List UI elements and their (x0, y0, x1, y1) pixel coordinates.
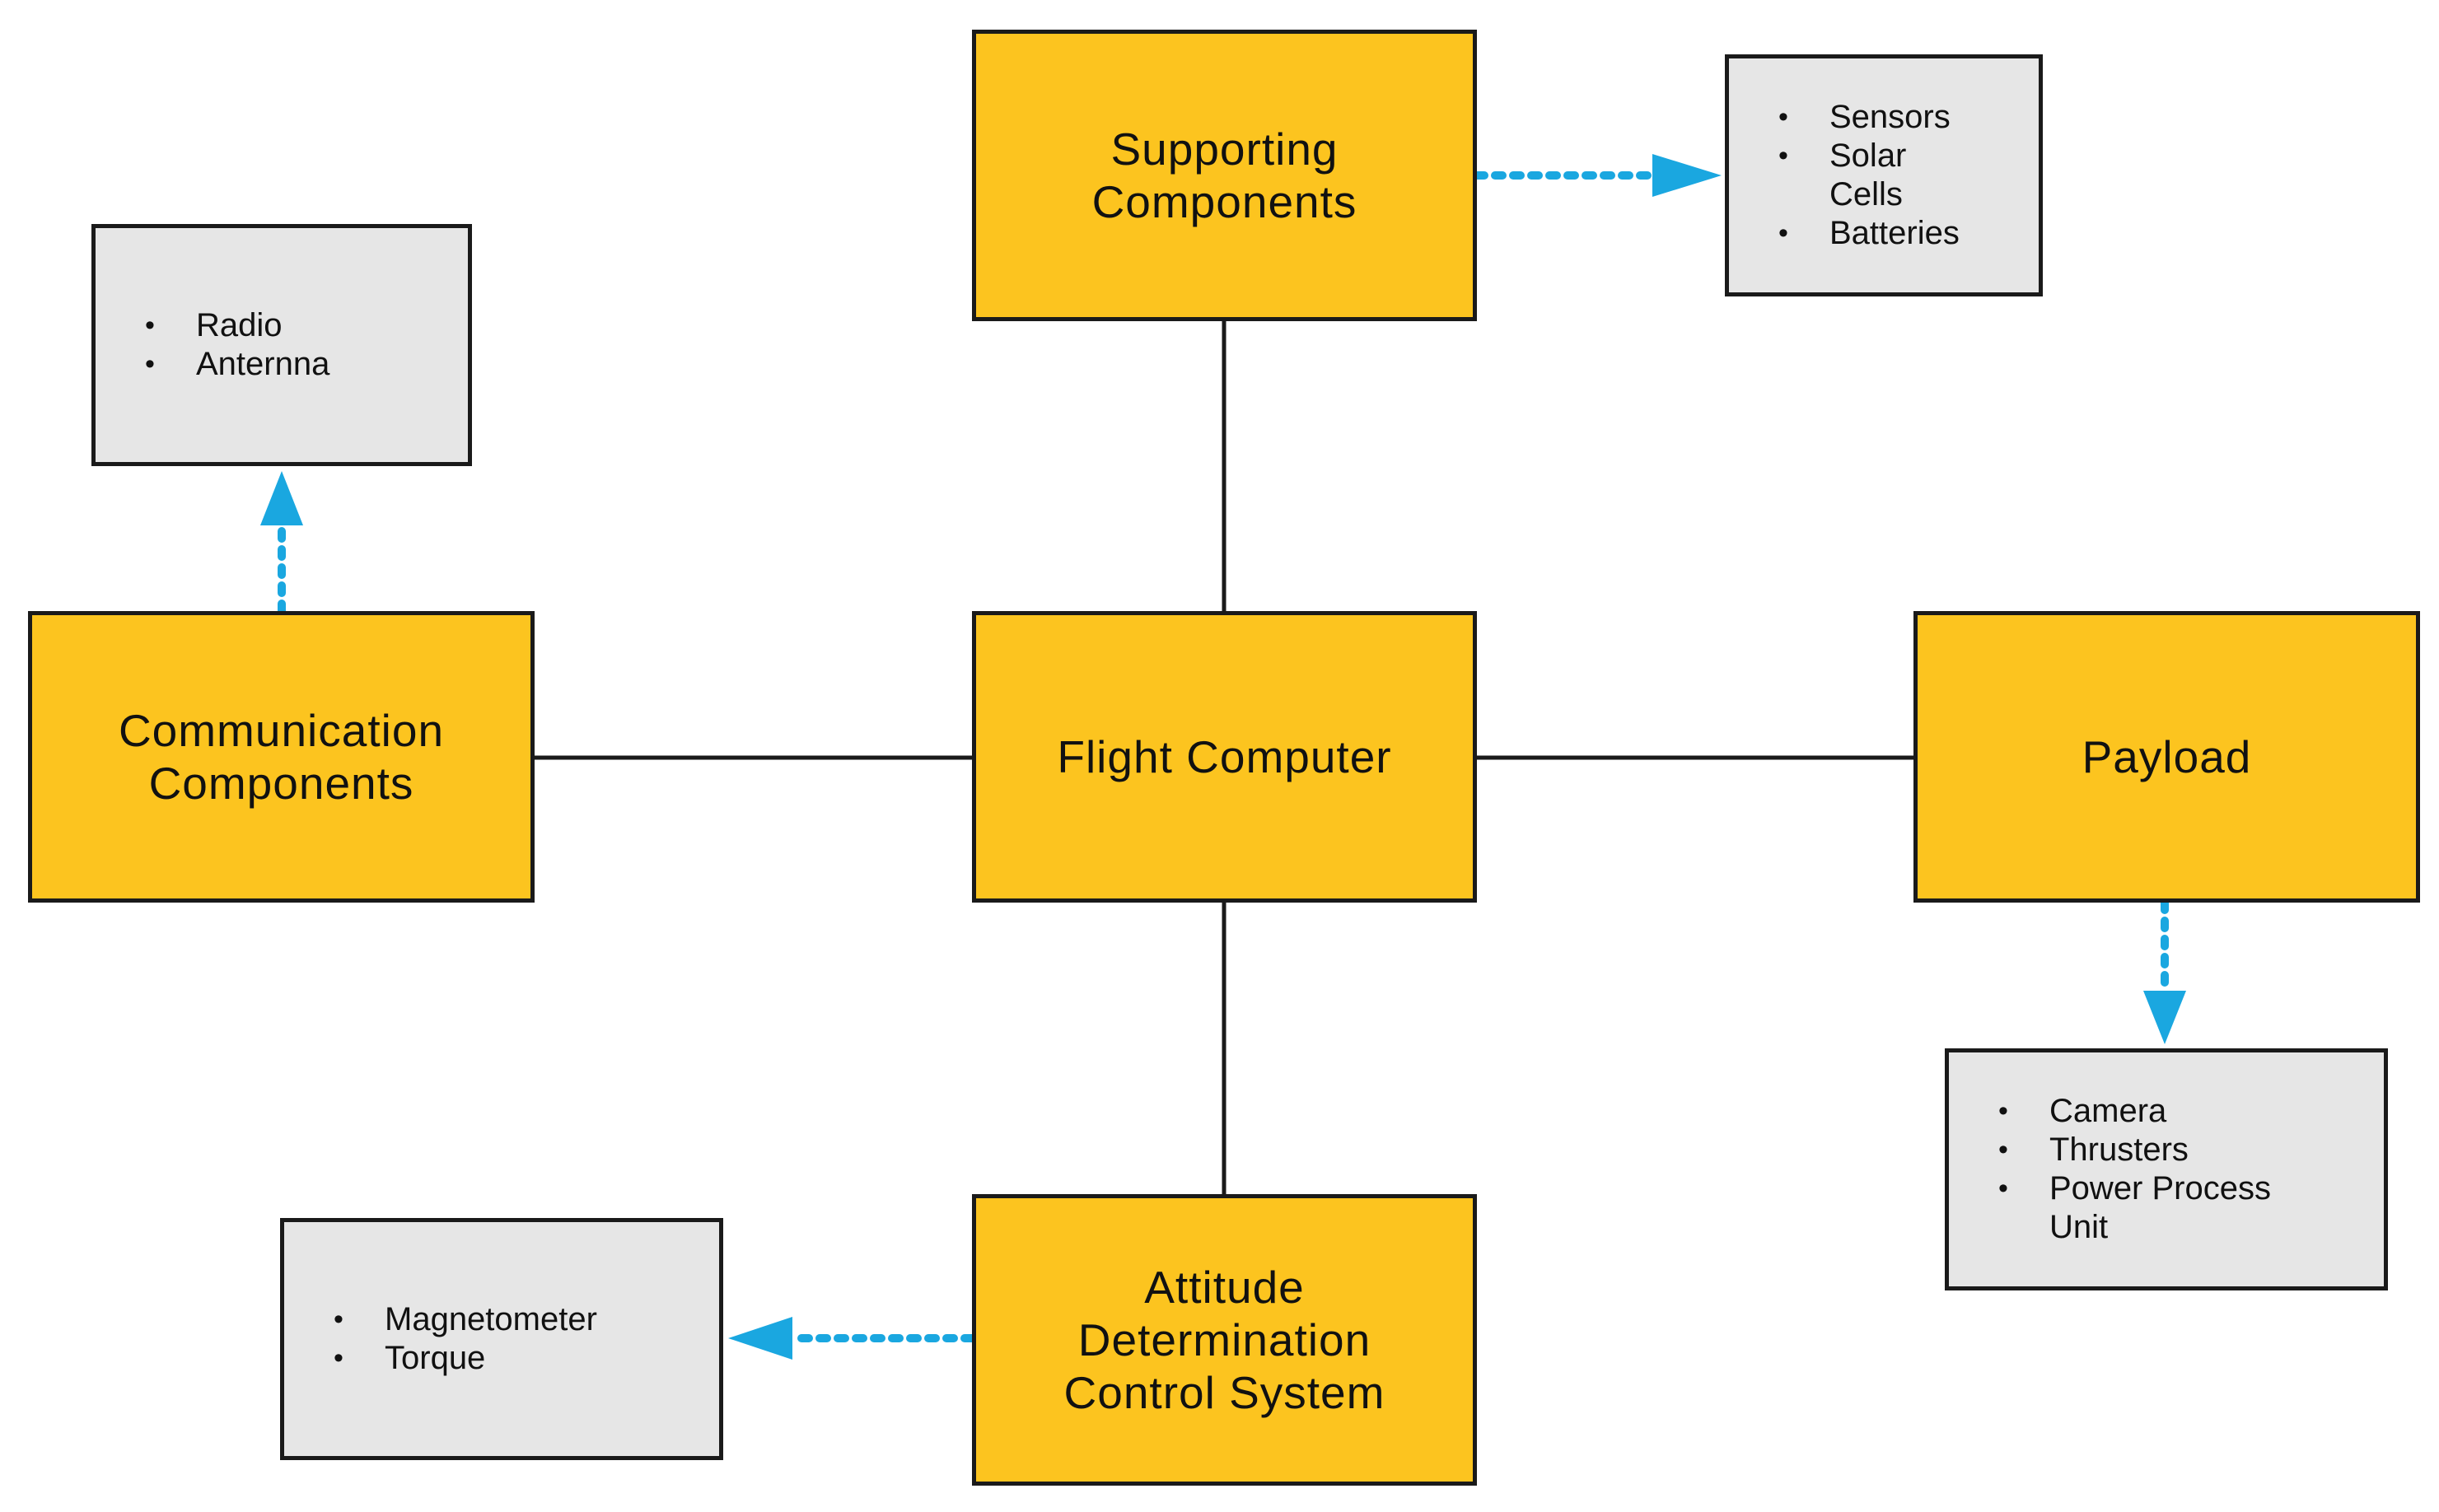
list-item: •Power Process Unit (1998, 1170, 2271, 1245)
node-attitude-determination-control-system: Attitude Determination Control System (972, 1194, 1477, 1486)
node-supporting-components: Supporting Components (972, 30, 1477, 321)
node-label: Flight Computer (1057, 731, 1392, 782)
arrow-supporting-to-details (1473, 154, 1722, 197)
arrow-payload-to-details (2143, 898, 2186, 1044)
arrow-communication-to-details (260, 471, 303, 615)
node-communication-components: Communication Components (28, 611, 535, 903)
node-label: Payload (2082, 731, 2252, 782)
list-item: •Sensors (1778, 99, 1951, 135)
details-payload: •Camera •Thrusters •Power Process Unit (1945, 1048, 2388, 1290)
bullet-icon: • (1778, 101, 1788, 133)
list-item: •Solar Cells (1778, 138, 1907, 212)
bullet-icon: • (334, 1304, 343, 1335)
list-item: •Thrusters (1998, 1132, 2189, 1168)
detail-list: •Sensors •Solar Cells •Batteries (1778, 98, 1960, 253)
details-communication-components: •Radio •Anternna (91, 224, 472, 466)
bullet-icon: • (1998, 1134, 2008, 1165)
node-payload: Payload (1913, 611, 2420, 903)
bullet-icon: • (145, 348, 155, 380)
arrow-adcs-to-details (728, 1317, 976, 1360)
list-item: •Anternna (145, 346, 330, 382)
node-label: Supporting Components (1091, 124, 1357, 227)
bullet-icon: • (334, 1342, 343, 1374)
list-item: •Radio (145, 307, 283, 343)
details-attitude-determination-control-system: •Magnetometer •Torque (280, 1218, 723, 1460)
node-label: Communication Components (118, 705, 445, 809)
bullet-icon: • (1998, 1173, 2008, 1204)
detail-list: •Radio •Anternna (145, 306, 330, 384)
detail-list: •Camera •Thrusters •Power Process Unit (1998, 1092, 2271, 1247)
bullet-icon: • (145, 310, 155, 341)
node-flight-computer: Flight Computer (972, 611, 1477, 903)
details-supporting-components: •Sensors •Solar Cells •Batteries (1725, 54, 2043, 296)
node-label: Attitude Determination Control System (1063, 1262, 1385, 1418)
detail-list: •Magnetometer •Torque (334, 1300, 597, 1378)
list-item: •Batteries (1778, 215, 1960, 251)
list-item: •Torque (334, 1340, 486, 1376)
bullet-icon: • (1778, 217, 1788, 249)
list-item: •Magnetometer (334, 1301, 597, 1337)
bullet-icon: • (1998, 1095, 2008, 1127)
bullet-icon: • (1778, 140, 1788, 171)
list-item: •Camera (1998, 1093, 2167, 1129)
